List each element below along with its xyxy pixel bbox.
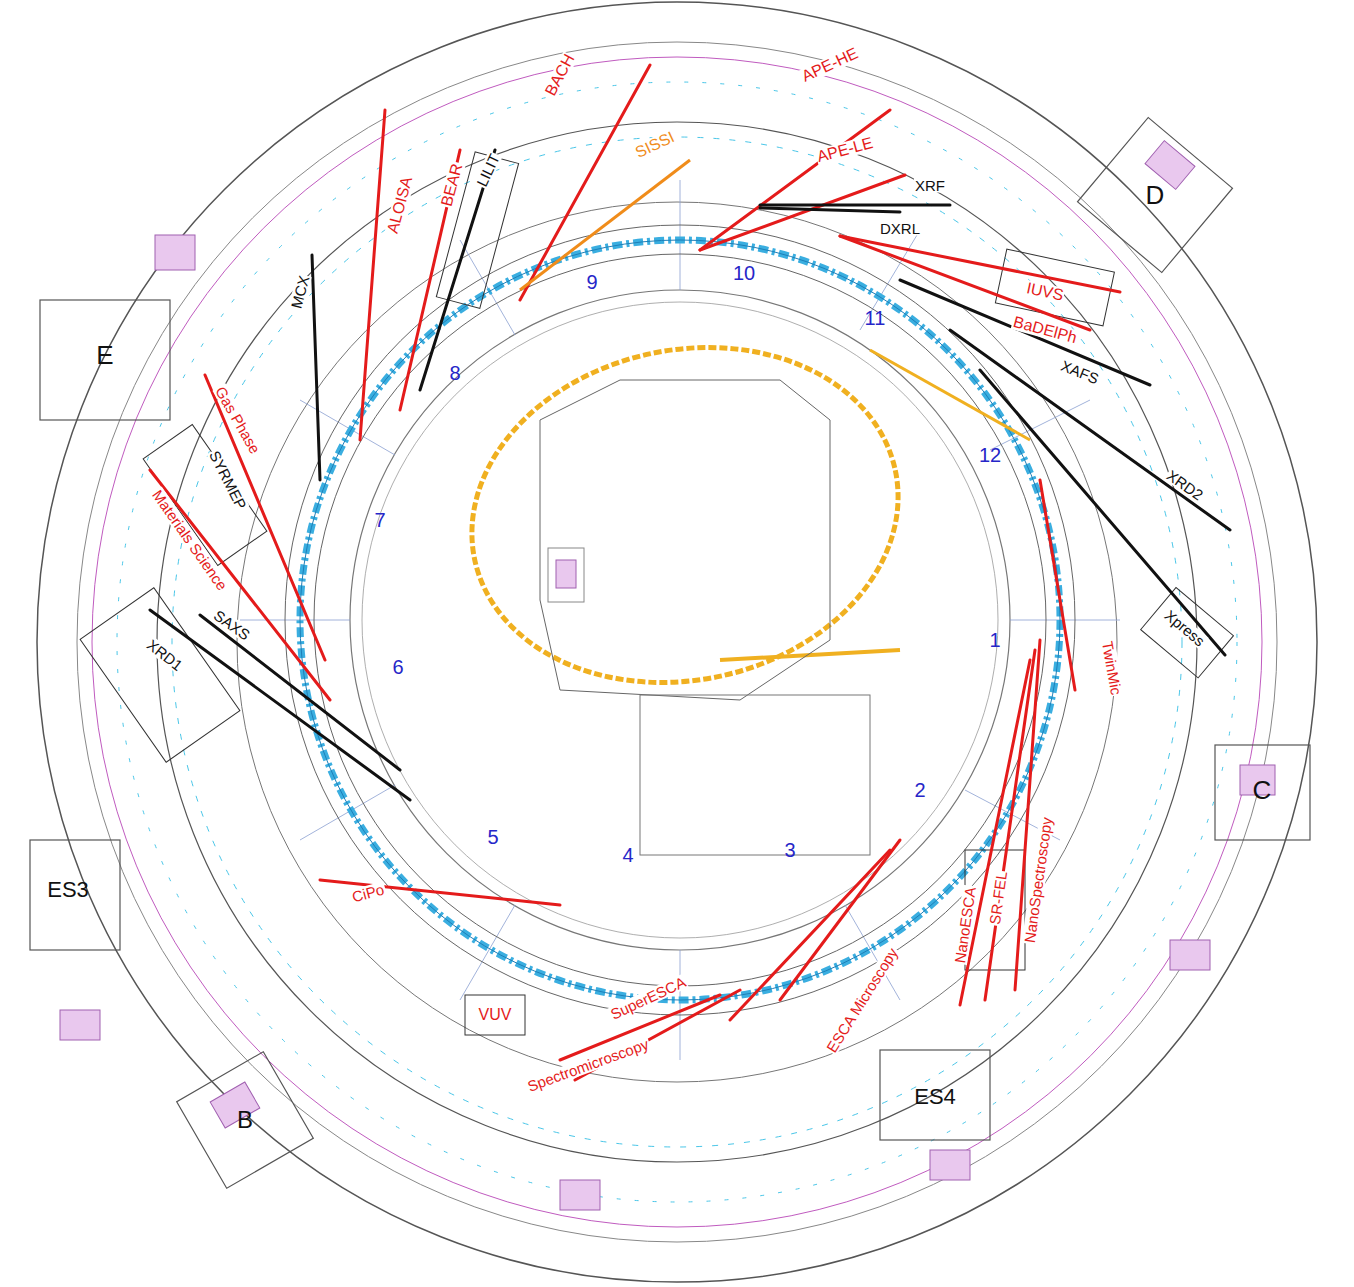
sector-number: 7 [373, 510, 386, 530]
beamline-label: APE-HE [799, 45, 862, 86]
building-letter: ES3 [46, 879, 90, 901]
sector-number: 10 [732, 263, 756, 283]
beamline-label: SAXS [210, 607, 253, 643]
sector-number: 4 [621, 845, 634, 865]
beamline-label: SISSI [632, 129, 678, 162]
sector-number: 1 [988, 630, 1001, 650]
beamline-label: Spectromicroscopy [525, 1036, 652, 1094]
beamline-label: XRD1 [144, 636, 186, 674]
building-letter: D [1145, 182, 1166, 208]
sector-number: 11 [864, 308, 887, 328]
building-letter: ES4 [913, 1086, 957, 1108]
beamline-label: APE-LE [814, 135, 875, 166]
beamline-label: ALOISA [385, 174, 416, 236]
beamline-label: NanoESCA [952, 885, 978, 965]
building-letter: B [236, 1108, 254, 1132]
beamline-label: IUVS [1024, 280, 1066, 304]
sector-number: 5 [486, 827, 499, 847]
sector-number: 12 [978, 445, 1002, 465]
sector-number: 6 [391, 657, 404, 677]
beamline-label: BACH [542, 51, 578, 100]
sector-number: 2 [913, 780, 926, 800]
beamline-label: SR-FEL [987, 870, 1010, 927]
beamline-label: ESCA Microscopy [823, 944, 900, 1055]
building-letter: C [1252, 777, 1273, 803]
sector-number: 9 [585, 272, 598, 292]
beamline-label: XRF [914, 178, 946, 193]
beamline-label: DXRL [879, 221, 921, 236]
beamline-label: MCX [288, 273, 312, 311]
beamline-label: TwinMic [1100, 639, 1125, 697]
sector-number: 8 [448, 363, 461, 383]
beamline-label: SYRMEP [206, 447, 249, 512]
beamline-label: Gas Phase [212, 383, 263, 457]
building-letter: E [95, 342, 114, 368]
sector-number: 3 [783, 840, 796, 860]
beamline-label: VUV [478, 1007, 513, 1023]
